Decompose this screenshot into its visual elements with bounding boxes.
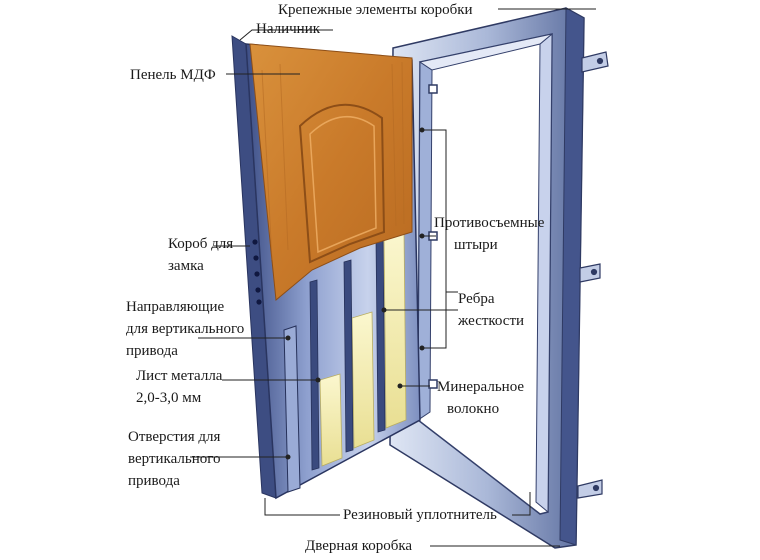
door-frame-jamb-top	[418, 33, 553, 71]
stiffening-ribs	[309, 235, 386, 471]
fastener-hole-bottom	[592, 484, 600, 492]
lock-hole-4	[255, 287, 261, 293]
label-mineral-wool: Минеральное волокно	[437, 379, 525, 417]
leader-seal-vertical	[264, 498, 340, 516]
label-lock-box: Короб для замка	[168, 236, 234, 274]
lock-hole-2	[253, 255, 259, 261]
fastener-hole-top	[596, 57, 604, 65]
door-frame-side	[559, 7, 585, 546]
door-frame-jamb	[417, 61, 433, 421]
label-mdf-panel: Пенель МДФ	[130, 67, 216, 83]
label-guides: Направляющие для вертикального привода	[126, 299, 245, 359]
door-frame	[389, 7, 585, 549]
leader-trim	[239, 29, 333, 41]
label-stiffening-ribs: Ребра жесткости	[458, 291, 525, 329]
lock-hole-5	[256, 299, 262, 305]
fastener-hole-middle	[590, 268, 598, 276]
rib-2	[343, 259, 354, 453]
fastener-tab-bottom	[577, 479, 603, 499]
pin-socket-1	[428, 84, 438, 94]
mdf-wood-grain	[261, 61, 405, 261]
label-door-frame: Дверная коробка	[305, 538, 413, 554]
label-holes: Отверстия для вертикального привода	[128, 429, 221, 489]
label-anti-removal-pins: Противосъемные штыри	[434, 215, 545, 253]
door-leaf	[231, 35, 421, 500]
label-rubber-seal: Резиновый уплотнитель	[343, 507, 497, 523]
mdf-panel-arch-inner	[309, 115, 377, 254]
rib-3	[309, 279, 320, 471]
lock-box-holes	[252, 239, 262, 305]
leader-pins	[422, 129, 447, 349]
mineral-wool-strips	[319, 229, 407, 467]
leader-lines	[190, 8, 596, 547]
rib-1	[375, 235, 386, 433]
pin-socket-3	[428, 379, 438, 389]
leader-dots	[285, 127, 425, 460]
label-trim: Наличник	[256, 21, 321, 37]
fastener-tab-top	[581, 51, 609, 73]
vertical-guide-channel	[283, 325, 301, 493]
wool-strip-left	[319, 373, 343, 467]
lock-hole-3	[254, 271, 260, 277]
mdf-panel-arch	[298, 103, 386, 264]
lock-hole-1	[252, 239, 258, 245]
leader-seal-right	[512, 492, 531, 516]
wool-strip-middle	[351, 311, 375, 449]
wool-strip-right	[383, 229, 407, 429]
label-box-fasteners: Крепежные элементы коробки	[278, 2, 473, 18]
label-metal-sheet: Лист металла 2,0-3,0 мм	[136, 368, 223, 406]
fastener-tab-middle	[579, 263, 601, 283]
frame-fastener-tabs	[577, 51, 609, 499]
